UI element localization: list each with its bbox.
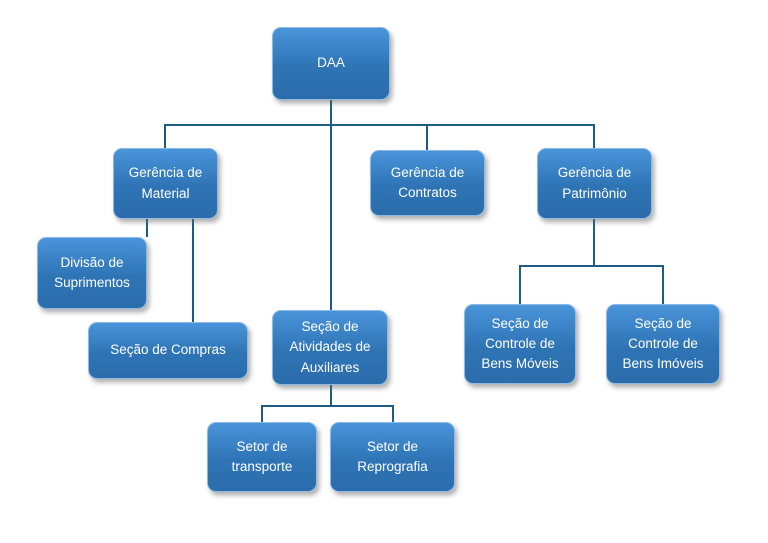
connector-drop-bens-moveis: [519, 265, 521, 304]
connector-atividades-horizontal: [261, 405, 394, 407]
node-setor-de-transporte: Setor de transporte: [207, 422, 317, 492]
connector-drop-transporte: [261, 405, 263, 422]
node-secao-de-controle-de-bens-moveis-label: Seção de Controle de Bens Móveis: [481, 315, 559, 372]
node-gerencia-de-contratos-label: Gerência de Contratos: [390, 164, 465, 200]
node-secao-de-compras: Seção de Compras: [88, 322, 248, 379]
connector-material-compras: [192, 219, 194, 322]
connector-atividades-trunk: [330, 385, 332, 405]
node-gerencia-de-patrimonio: Gerência de Patrimônio: [537, 148, 652, 219]
connector-patrimonio-horizontal: [519, 265, 664, 267]
node-gerencia-de-material-label: Gerência de Material: [128, 165, 203, 201]
connector-drop-reprografia: [392, 405, 394, 422]
node-secao-de-compras-label: Seção de Compras: [110, 342, 226, 358]
node-setor-de-reprografia-label: Setor de Reprografia: [357, 438, 428, 474]
node-daa: DAA: [272, 27, 390, 100]
node-setor-de-transporte-label: Setor de transporte: [231, 438, 293, 474]
node-setor-de-reprografia: Setor de Reprografia: [330, 422, 455, 492]
node-gerencia-de-patrimonio-label: Gerência de Patrimônio: [557, 165, 632, 201]
node-secao-de-controle-de-bens-imoveis: Seção de Controle de Bens Imóveis: [606, 304, 720, 384]
node-divisao-de-suprimentos: Divisão de Suprimentos: [37, 237, 147, 309]
connector-top-horizontal: [164, 124, 595, 126]
node-secao-de-controle-de-bens-moveis: Seção de Controle de Bens Móveis: [464, 304, 576, 384]
node-gerencia-de-material: Gerência de Material: [113, 148, 218, 219]
connector-drop-contratos: [426, 124, 428, 150]
connector-drop-bens-imoveis: [662, 265, 664, 304]
node-divisao-de-suprimentos-label: Divisão de Suprimentos: [54, 254, 130, 290]
connector-drop-material: [164, 124, 166, 148]
connector-material-suprimentos: [146, 219, 148, 237]
node-secao-de-controle-de-bens-imoveis-label: Seção de Controle de Bens Imóveis: [622, 315, 704, 372]
connector-drop-patrimonio: [593, 124, 595, 148]
node-secao-de-atividades-de-auxiliares: Seção de Atividades de Auxiliares: [272, 310, 388, 385]
connector-daa-trunk: [330, 100, 332, 310]
node-gerencia-de-contratos: Gerência de Contratos: [370, 150, 485, 216]
node-daa-label: DAA: [317, 55, 345, 71]
node-secao-de-atividades-de-auxiliares-label: Seção de Atividades de Auxiliares: [289, 319, 371, 375]
connector-patrimonio-trunk: [593, 219, 595, 265]
